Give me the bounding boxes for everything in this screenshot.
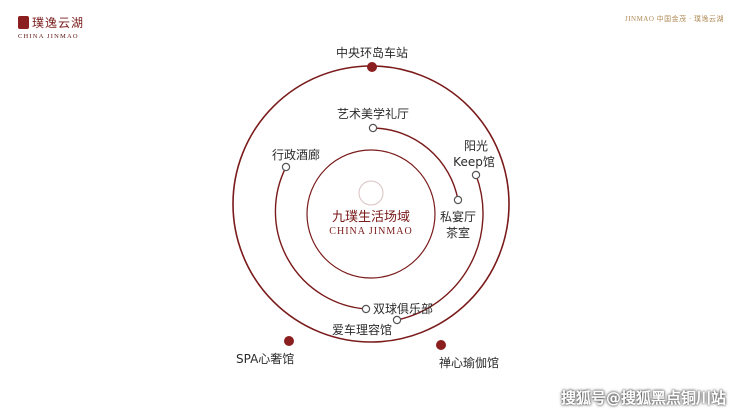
label-zen-yoga: 禅心瑜伽馆 bbox=[439, 356, 500, 370]
label-private-banquet: 私宴厅 bbox=[439, 210, 477, 224]
left-arc bbox=[274, 166, 367, 310]
middle-ring bbox=[396, 174, 484, 321]
dot-private-banquet bbox=[453, 195, 463, 205]
center-title-en: CHINA JINMAO bbox=[329, 226, 413, 237]
brand-seal-icon bbox=[18, 16, 29, 29]
label-central-station: 中央环岛车站 bbox=[335, 46, 409, 60]
brand-name-cn: 璞逸云湖 bbox=[32, 16, 85, 30]
partner-logo: JINMAO 中国金茂 · 璞逸云湖 bbox=[624, 15, 724, 23]
label-keep-gym: Keep馆 bbox=[453, 155, 495, 169]
label-spa: SPA心奢馆 bbox=[236, 352, 295, 366]
watermark: 搜狐号@搜狐黑点铜川站 bbox=[560, 389, 726, 407]
dot-car-care bbox=[392, 315, 402, 325]
label-art-hall: 艺术美学礼厅 bbox=[336, 107, 410, 121]
dot-spa bbox=[284, 336, 294, 346]
dot-executive-lounge bbox=[281, 162, 291, 172]
dot-central-station bbox=[367, 62, 377, 72]
core-emblem-icon bbox=[358, 180, 384, 206]
brand-name-en: CHINA JINMAO bbox=[18, 33, 79, 40]
label-sunshine: 阳光 bbox=[463, 139, 489, 153]
dot-keep bbox=[471, 170, 481, 180]
brand-mark: 璞逸云湖 bbox=[18, 14, 84, 31]
label-car-care: 爱车理容馆 bbox=[331, 323, 393, 337]
center-title-cn: 九璞生活场域 bbox=[331, 210, 411, 225]
label-tea-room: 茶室 bbox=[445, 226, 471, 240]
brand-logo: 璞逸云湖 CHINA JINMAO bbox=[18, 14, 84, 40]
inner-middle-arc bbox=[372, 127, 459, 201]
dot-zen-yoga bbox=[436, 340, 446, 350]
dot-art-hall bbox=[368, 123, 378, 133]
dot-double-ball-club bbox=[361, 304, 371, 314]
core-circle bbox=[306, 149, 436, 279]
label-executive-lounge: 行政酒廊 bbox=[271, 148, 321, 162]
label-double-ball-club: 双球俱乐部 bbox=[373, 302, 434, 316]
